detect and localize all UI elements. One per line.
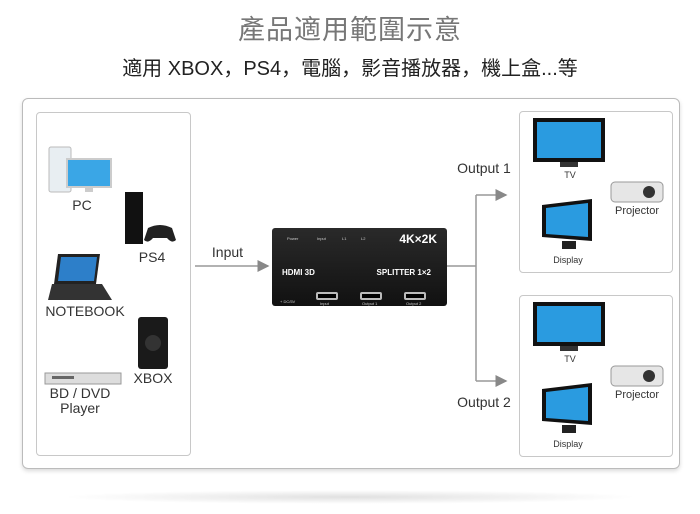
bottom-shadow [60,490,640,504]
display-label: Display [553,255,583,265]
hdmi-logo: HDMI 3D [282,268,315,277]
diagram-frame [22,98,680,469]
input-label: Input [211,244,244,260]
source-label-pc: PC [72,197,92,213]
tv-icon [533,302,605,351]
output2-port-label: Output 2 [406,301,422,306]
projector-label: Projector [614,205,660,217]
power-led-label: Power [287,236,299,241]
bd-player-icon [44,372,122,385]
xbox-icon [138,317,168,369]
l2-led-label: L2 [361,236,366,241]
input-port-label: Input [320,301,329,306]
projector-icon [610,365,664,387]
tv-label: TV [564,170,576,180]
pc-icon [48,146,112,193]
display-label: Display [553,439,583,449]
source-label-bd-dvd: BD / DVD Player [49,385,111,416]
source-label-xbox: XBOX [133,370,173,386]
hdmi-input-port [316,292,338,300]
tv-icon [533,118,605,167]
ps4-icon [125,192,176,244]
hdmi-splitter-device: Power Input L1 L2 4K×2K HDMI 3D SPLITTER… [272,228,447,306]
tv-label: TV [564,354,576,364]
projector-label: Projector [614,389,660,401]
source-label-ps4: PS4 [138,249,166,265]
display-icon [542,199,592,249]
projector-icon [610,181,664,203]
page-title: 產品適用範圍示意 [238,15,462,45]
hdmi-output1-port [360,292,382,300]
dc-port-label: + DC/5V [280,299,296,304]
model-label: SPLITTER 1×2 [376,268,431,277]
output1-label: Output 1 [457,160,511,176]
output1-port-label: Output 1 [362,301,378,306]
input-led-label: Input [317,236,326,241]
hdmi-output2-port [404,292,426,300]
source-label-notebook: NOTEBOOK [45,303,125,319]
display-icon [542,383,592,433]
output2-label: Output 2 [457,394,511,410]
page-subtitle: 適用 XBOX，PS4，電腦，影音播放器，機上盒...等 [122,58,578,80]
notebook-icon [48,254,112,300]
l1-led-label: L1 [342,236,347,241]
resolution-label: 4K×2K [399,232,437,246]
